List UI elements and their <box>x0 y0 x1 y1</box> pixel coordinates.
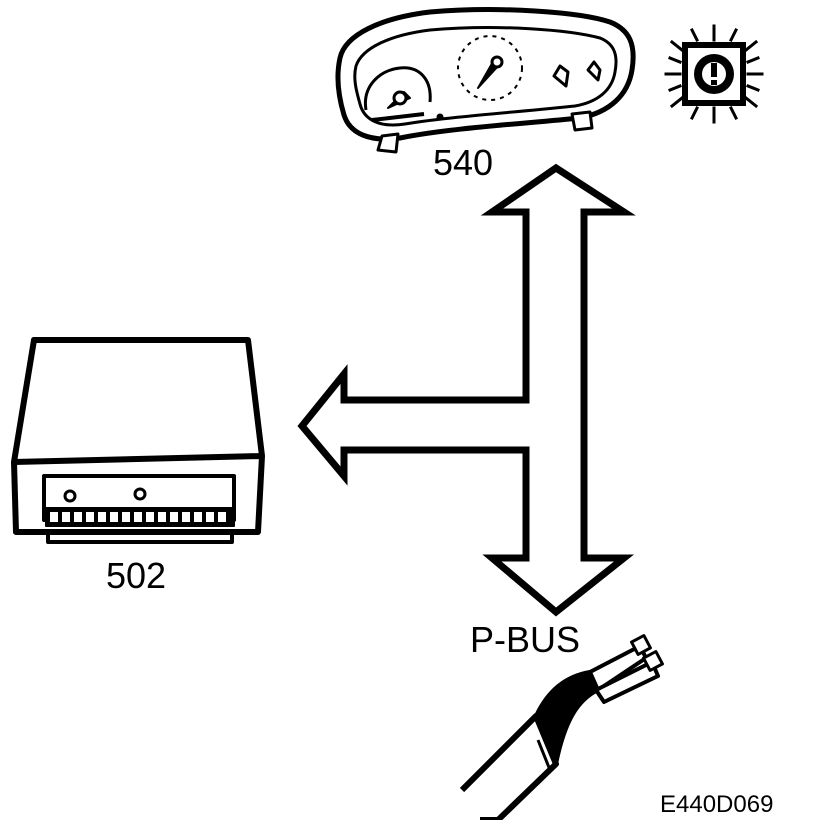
instrument-cluster <box>335 7 636 154</box>
label-502: 502 <box>106 555 166 596</box>
control-module <box>11 337 265 544</box>
bus-cable-icon <box>459 634 664 820</box>
label-p-bus: P-BUS <box>470 619 580 660</box>
label-540: 540 <box>433 142 493 183</box>
bus-connection-arrow <box>297 163 636 617</box>
gear-warning-icon <box>664 24 764 124</box>
figure-code: E440D069 <box>660 791 773 818</box>
